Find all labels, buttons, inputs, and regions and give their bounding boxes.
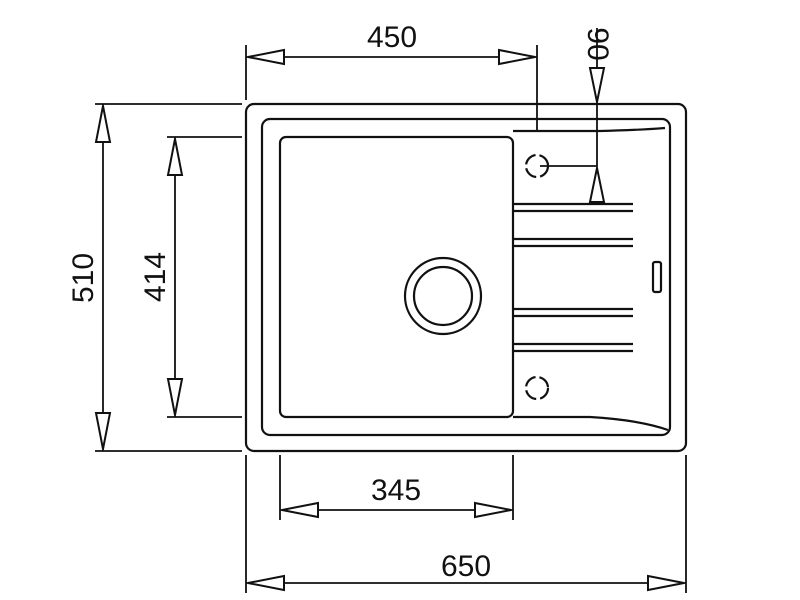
drain-outer bbox=[403, 256, 483, 336]
svg-text:650: 650 bbox=[441, 550, 491, 583]
svg-text:450: 450 bbox=[367, 21, 417, 54]
dimension-90: 90 bbox=[540, 27, 614, 205]
svg-text:90: 90 bbox=[581, 27, 614, 60]
drainboard-ribs bbox=[513, 202, 633, 353]
sink-inner-edge bbox=[260, 117, 672, 437]
tap-hole-icon bbox=[524, 375, 550, 401]
bowl bbox=[278, 135, 515, 419]
dimension-510: 510 bbox=[67, 103, 242, 452]
drainboard-bottom-curve bbox=[513, 415, 669, 432]
svg-text:510: 510 bbox=[67, 253, 100, 303]
drainboard-top-curve bbox=[513, 126, 666, 133]
sink-outline bbox=[244, 102, 688, 453]
overflow-slot bbox=[651, 260, 663, 294]
dimension-414: 414 bbox=[139, 136, 242, 418]
dimension-650: 650 bbox=[245, 455, 687, 593]
sink-outer-edge bbox=[244, 102, 688, 453]
dimension-345: 345 bbox=[279, 455, 514, 520]
svg-text:345: 345 bbox=[371, 474, 421, 507]
drain-inner bbox=[412, 265, 474, 327]
dimension-450: 450 bbox=[245, 21, 538, 131]
svg-text:414: 414 bbox=[139, 252, 172, 302]
